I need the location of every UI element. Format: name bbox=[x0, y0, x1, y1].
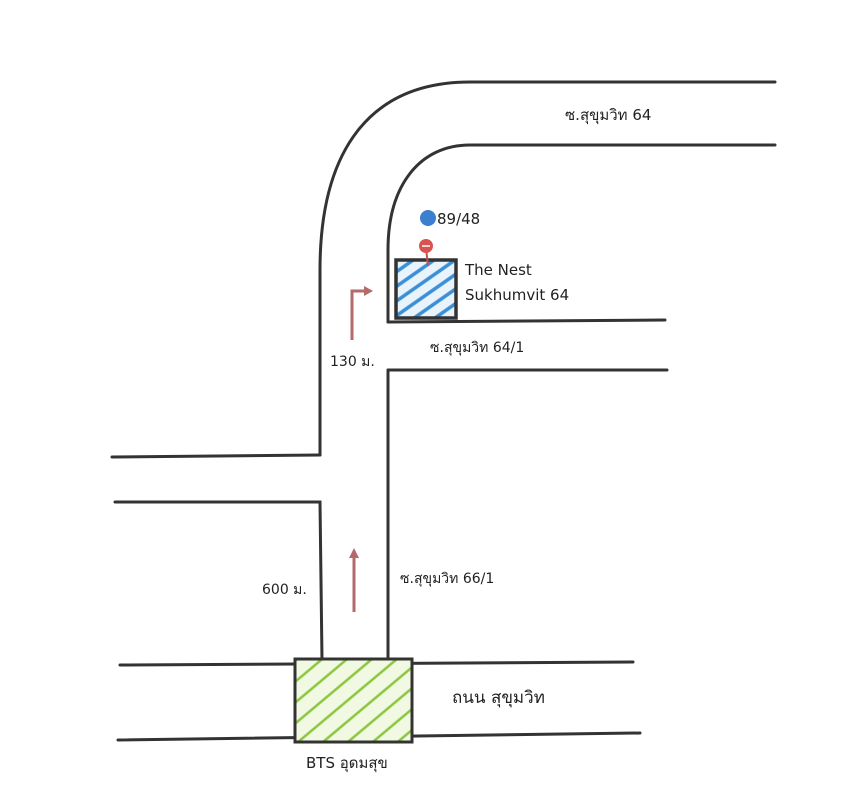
soi-64-1-top-edge bbox=[386, 318, 667, 324]
soi-64-label: ซ.สุขุมวิท 64 bbox=[565, 106, 651, 125]
destination-name-line1: The Nest bbox=[464, 261, 532, 279]
sukhumvit-road-label: ถนน สุขุมวิท bbox=[452, 688, 545, 708]
distance-130m-label: 130 ม. bbox=[330, 354, 375, 370]
address-dot-icon bbox=[420, 210, 436, 226]
address-label: 89/48 bbox=[437, 210, 480, 228]
left-street-top-edge bbox=[110, 453, 322, 459]
distance-600m-label: 600 ม. bbox=[262, 582, 307, 598]
left-street-bottom-edge bbox=[113, 500, 324, 662]
soi-64-1-label: ซ.สุขุมวิท 64/1 bbox=[430, 340, 524, 356]
destination-name-line2: Sukhumvit 64 bbox=[465, 286, 569, 304]
route-arrow-130m bbox=[350, 286, 373, 340]
soi-66-1-label: ซ.สุขุมวิท 66/1 bbox=[400, 571, 494, 587]
route-arrow-600m bbox=[349, 548, 359, 612]
destination-building bbox=[394, 258, 458, 320]
bts-station-label: BTS อุดมสุข bbox=[306, 754, 388, 773]
location-pin-icon bbox=[419, 239, 433, 267]
soi-64-inner-edge bbox=[386, 143, 777, 324]
soi-64-outer-edge bbox=[318, 80, 777, 457]
bts-station-block bbox=[293, 657, 414, 744]
